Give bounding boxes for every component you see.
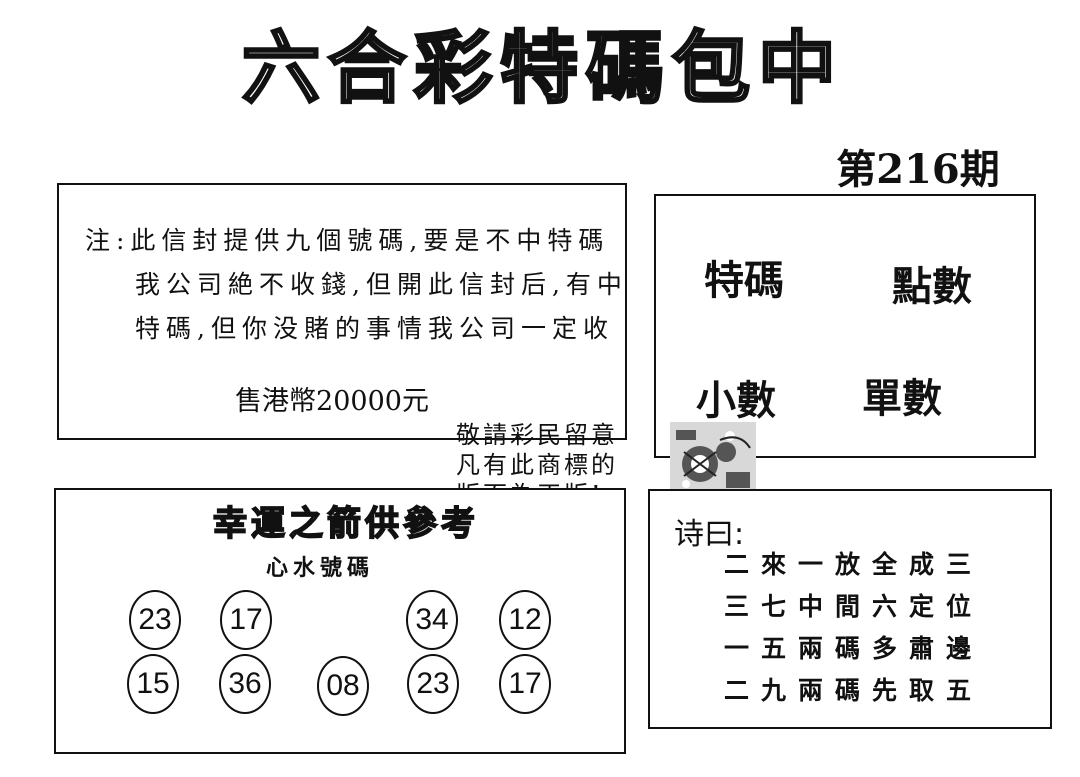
notice-text: 注:此信封提供九個號碼,要是不中特碼 我公司絶不收錢,但開此信封后,有中 特碼,… — [85, 219, 628, 351]
points-box: 特碼 點數 小數 單數 — [654, 194, 1036, 458]
number-ball: 36 — [219, 654, 271, 714]
number-ball: 34 — [406, 590, 458, 650]
title-char: 中 — [757, 22, 839, 116]
lucky-title: 幸運之箭供參考 — [212, 503, 479, 545]
number-ball: 23 — [129, 590, 181, 650]
odd-number-label: 單數 — [862, 376, 942, 422]
poem-heading: 诗曰: — [674, 517, 745, 552]
trademark-logo — [670, 422, 756, 496]
poem-line: 二九兩碼先取五 — [724, 676, 984, 705]
lucky-subtitle: 心水號碼 — [266, 555, 375, 581]
poem-line: 二來一放全成三 — [724, 550, 984, 579]
poem-line: 一五兩碼多肅邊 — [724, 634, 984, 663]
number-ball: 08 — [317, 656, 369, 716]
number-ball: 23 — [407, 654, 459, 714]
special-code-label: 特碼 — [704, 258, 784, 304]
number-ball: 17 — [499, 654, 551, 714]
number-ball: 15 — [127, 654, 179, 714]
poem-line: 三七中間六定位 — [724, 592, 984, 621]
notice-line: 特碼,但你没賭的事情我公司一定收 — [135, 314, 614, 343]
number-ball: 17 — [220, 590, 272, 650]
notice-box: 注:此信封提供九個號碼,要是不中特碼 我公司絶不收錢,但開此信封后,有中 特碼,… — [57, 183, 627, 440]
title-char: 特 — [498, 22, 580, 116]
authenticity-line: 敬請彩民留意 — [456, 421, 618, 449]
poem-box: 诗曰: 二來一放全成三 三七中間六定位 一五兩碼多肅邊 二九兩碼先取五 — [648, 489, 1052, 729]
title-char: 彩 — [412, 22, 494, 116]
title-char: 包 — [671, 22, 753, 116]
notice-line: 注:此信封提供九個號碼,要是不中特碼 — [85, 226, 610, 255]
page-title: 六 合 彩 特 碼 包 中 — [180, 12, 900, 116]
price-text: 售港幣20000元 — [235, 386, 429, 417]
title-char: 六 — [240, 22, 322, 116]
issue-number: 第216期 — [836, 146, 1000, 193]
notice-line: 我公司絶不收錢,但開此信封后,有中 — [135, 270, 628, 299]
points-label: 點數 — [892, 264, 972, 310]
small-number-label: 小數 — [696, 378, 776, 424]
lucky-numbers-box: 幸運之箭供參考 心水號碼 23 17 34 12 15 36 08 23 17 — [54, 488, 626, 754]
title-char: 碼 — [584, 22, 667, 116]
number-ball: 12 — [499, 590, 551, 650]
title-char: 合 — [326, 22, 408, 116]
authenticity-line: 凡有此商標的 — [456, 451, 618, 479]
